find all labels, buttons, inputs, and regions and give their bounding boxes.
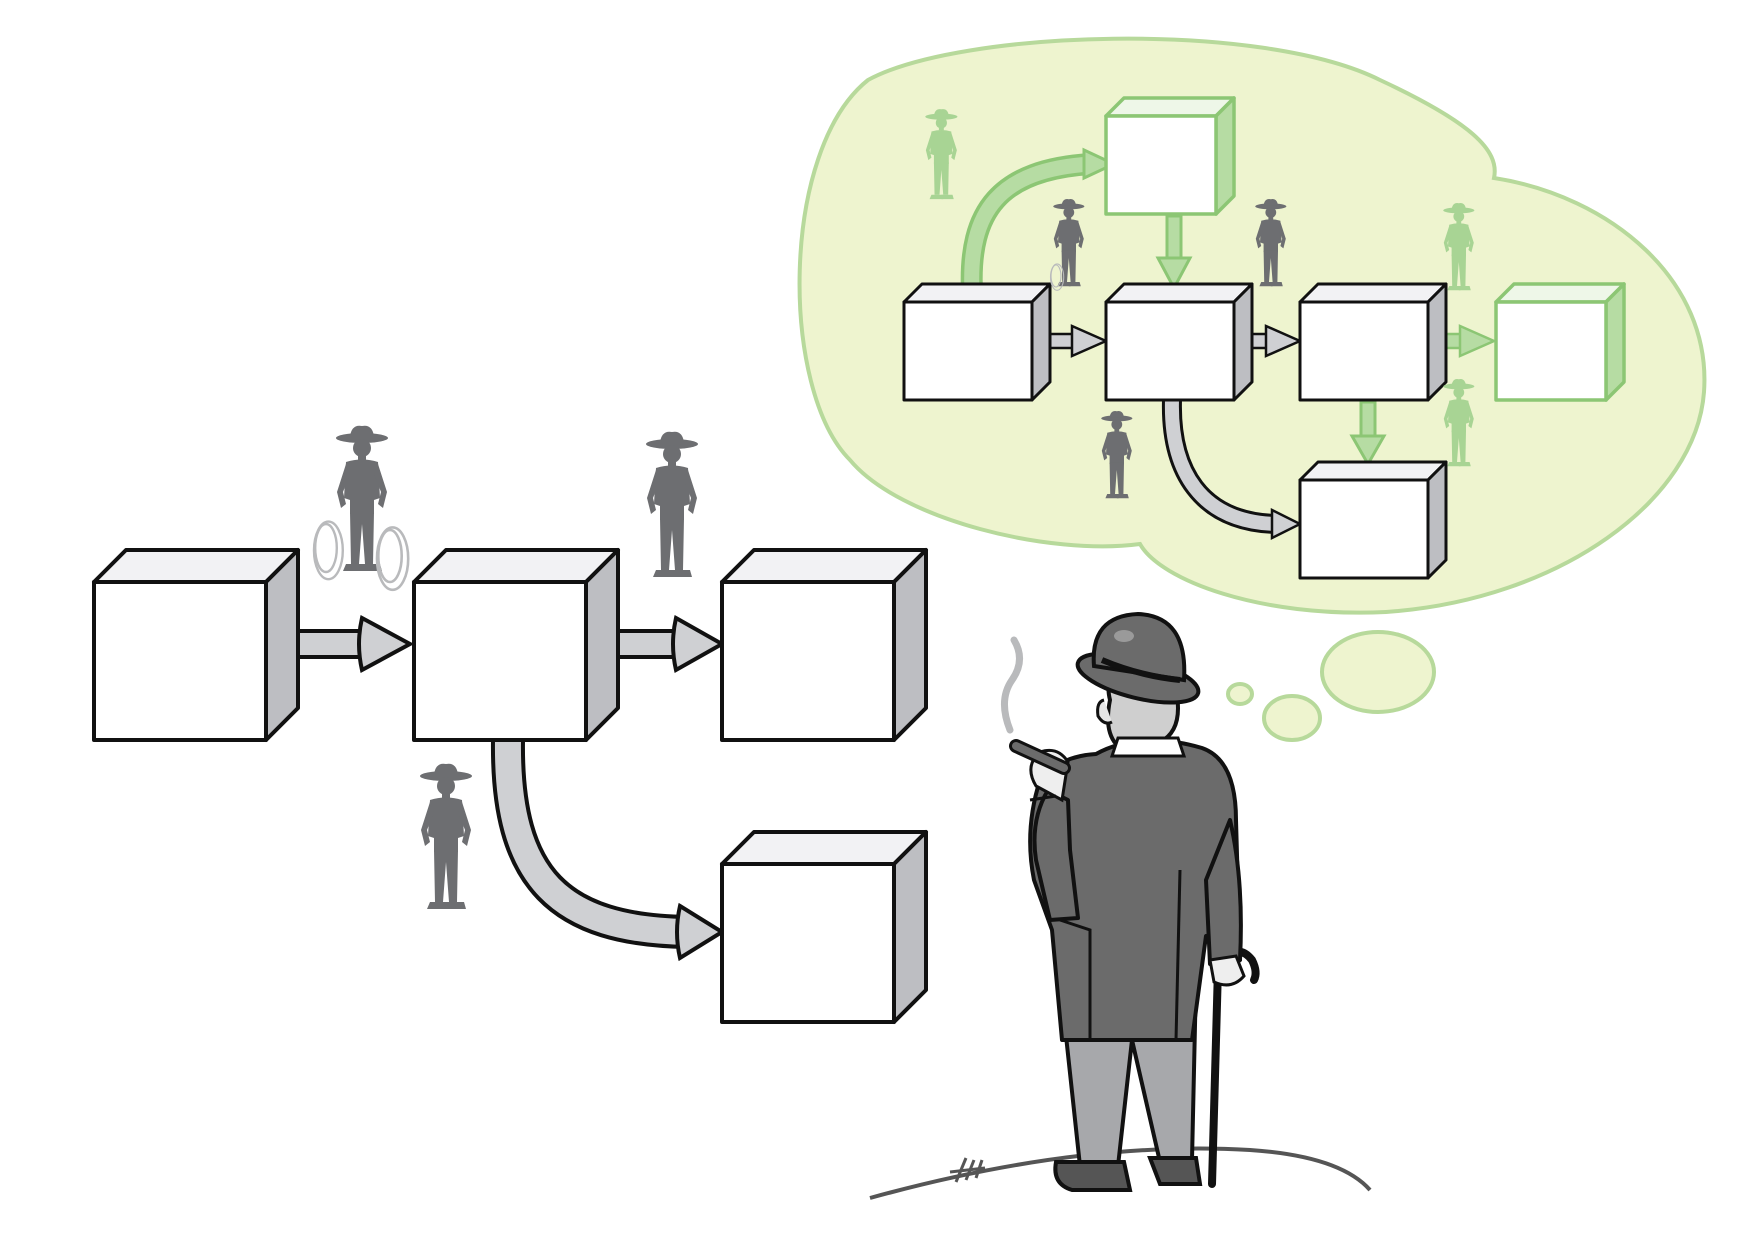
- flow-box-3: [720, 548, 928, 742]
- cowboy-lasso-rope-right: [375, 526, 410, 592]
- thought-green-box-top: [1104, 96, 1236, 216]
- flow-box-2: [412, 548, 620, 742]
- thought-box-4: [1298, 460, 1448, 580]
- gentleman-figure: [1001, 611, 1260, 1192]
- flow-box-4: [720, 830, 928, 1024]
- flow-box-1: [92, 548, 300, 742]
- ground-hill: [869, 1146, 1372, 1200]
- cowboy-lasso-rope-left: [312, 520, 344, 581]
- thought-box-2: [1104, 282, 1254, 402]
- cowboy-hands-on-hips: [646, 431, 698, 577]
- thought-bubble-trail: [1226, 630, 1436, 742]
- flow-arrows: [274, 614, 727, 962]
- cowboy-tipping-hat: [420, 763, 472, 909]
- grass-tuft: [949, 1157, 986, 1183]
- thought-green-box-right: [1494, 282, 1626, 402]
- thought-box-1: [902, 282, 1052, 402]
- thought-box-3: [1298, 282, 1448, 402]
